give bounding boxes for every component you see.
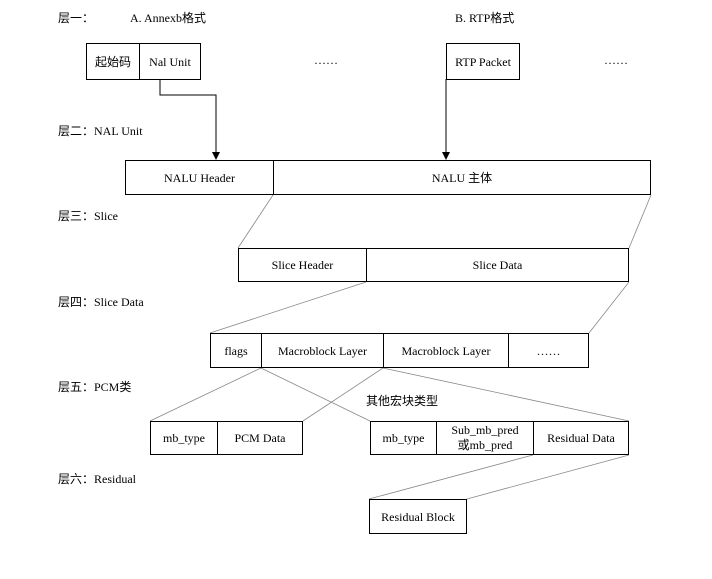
zoom-line-mb1-pcm-left [149,367,262,422]
start-code-box: 起始码 [86,43,140,80]
annexb-format-title: A. Annexb格式 [130,11,206,25]
zoom-line-mb1-pcm-right [302,367,384,422]
layer-1-label: 层一： [58,11,95,25]
layer-2-label: 层二：NAL Unit [58,124,143,138]
macroblock-layer-box-1: Macroblock Layer [261,333,384,368]
nal-unit-box: Nal Unit [139,43,201,80]
sub-mb-pred-line-2: 或mb_pred [457,438,513,452]
pcm-data-box: PCM Data [217,421,303,455]
other-macroblock-types-label: 其他宏块类型 [366,394,439,408]
nalu-header-box: NALU Header [125,160,274,195]
other-mb-type-box: mb_type [370,421,437,455]
rtp-packet-box: RTP Packet [446,43,520,80]
sub-mb-pred-line-1: Sub_mb_pred [451,423,519,437]
zoom-line-slice-data-left [209,281,367,334]
rtp-format-title: B. RTP格式 [455,11,515,25]
layer-6-label: 层六：Residual [58,472,136,486]
pcm-mb-type-box: mb_type [150,421,218,455]
zoom-line-residual-right [466,454,630,500]
zoom-line-nalu-body-left [237,194,274,249]
macroblock-layer-box-2: Macroblock Layer [383,333,509,368]
layer-4-label: 层四：Slice Data [58,295,144,309]
zoom-line-residual-left [368,454,534,500]
layer-5-label: 层五：PCM类 [58,380,132,394]
rtp-ellipsis: …… [604,53,628,67]
residual-block-box: Residual Block [369,499,467,534]
slice-data-ellipsis-box: …… [508,333,589,368]
slice-data-box: Slice Data [366,248,629,282]
zoom-line-mb1-other-left [260,367,371,422]
annexb-ellipsis: …… [314,53,338,67]
flags-box: flags [210,333,262,368]
zoom-line-mb1-other-right [382,367,630,422]
nalu-body-box: NALU 主体 [273,160,651,195]
arrow-nal-unit-to-nalu [159,79,220,160]
sub-mb-pred-box: Sub_mb_pred 或mb_pred [436,421,534,455]
zoom-line-slice-data-right [588,281,630,334]
layer-3-label: 层三：Slice [58,209,118,223]
residual-data-box: Residual Data [533,421,629,455]
zoom-line-nalu-body-right [628,194,652,249]
slice-header-box: Slice Header [238,248,367,282]
